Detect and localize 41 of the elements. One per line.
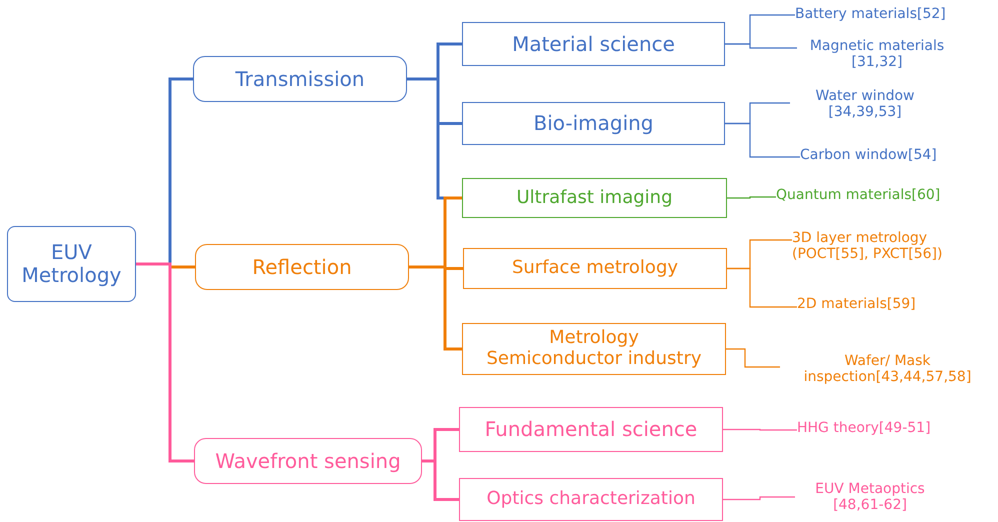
- branch-label: Magnetic materials [31,32]: [797, 38, 957, 76]
- branch-label: 2D materials[59]: [797, 296, 967, 316]
- root-box: [7, 226, 136, 302]
- node-text: EUV Metrology: [20, 241, 122, 287]
- connector-line: [723, 496, 795, 500]
- branch-label: Water window [34,39,53]: [790, 88, 940, 126]
- branch-label: EUV Metaoptics [48,61-62]: [795, 481, 945, 519]
- category-box: [193, 56, 407, 102]
- topic-box: [462, 323, 726, 375]
- node-text: Material science: [512, 32, 675, 56]
- connector-line: [726, 348, 780, 368]
- connector-line: [136, 262, 194, 462]
- node-text: Wavefront sensing: [215, 450, 401, 472]
- branch-label: Quantum materials[60]: [776, 187, 986, 207]
- node-text: Ultrafast imaging: [516, 188, 672, 208]
- topic-box: [462, 178, 727, 218]
- node-text: Transmission: [235, 68, 365, 90]
- topic-box: [462, 102, 725, 145]
- connector-line: [727, 196, 776, 199]
- connector-line: [727, 268, 797, 308]
- branch-label: Battery materials[52]: [795, 6, 985, 26]
- topic-box: [459, 478, 723, 521]
- branch-label: Wafer/ Mask inspection[43,44,57,58]: [780, 353, 995, 391]
- topic-box: [463, 248, 727, 289]
- node-text: Bio-imaging: [533, 112, 654, 135]
- topic-box: [462, 22, 725, 66]
- branch-label: 3D layer metrology (POCT[55], PXCT[56]): [792, 230, 992, 268]
- branch-label: HHG theory[49-51]: [797, 420, 977, 440]
- topic-box: [459, 407, 723, 452]
- connector-line: [723, 428, 797, 431]
- connector-line: [422, 460, 459, 501]
- node-text: Metrology Semiconductor industry: [485, 328, 702, 370]
- node-text: Surface metrology: [512, 258, 678, 279]
- category-box: [195, 244, 409, 290]
- connector-line: [725, 43, 797, 49]
- node-text: Fundamental science: [484, 418, 698, 441]
- branch-label: Carbon window[54]: [800, 147, 980, 167]
- node-text: Optics characterization: [486, 489, 696, 510]
- connector-line: [725, 122, 800, 158]
- node-text: Reflection: [252, 256, 352, 278]
- category-box: [194, 438, 422, 484]
